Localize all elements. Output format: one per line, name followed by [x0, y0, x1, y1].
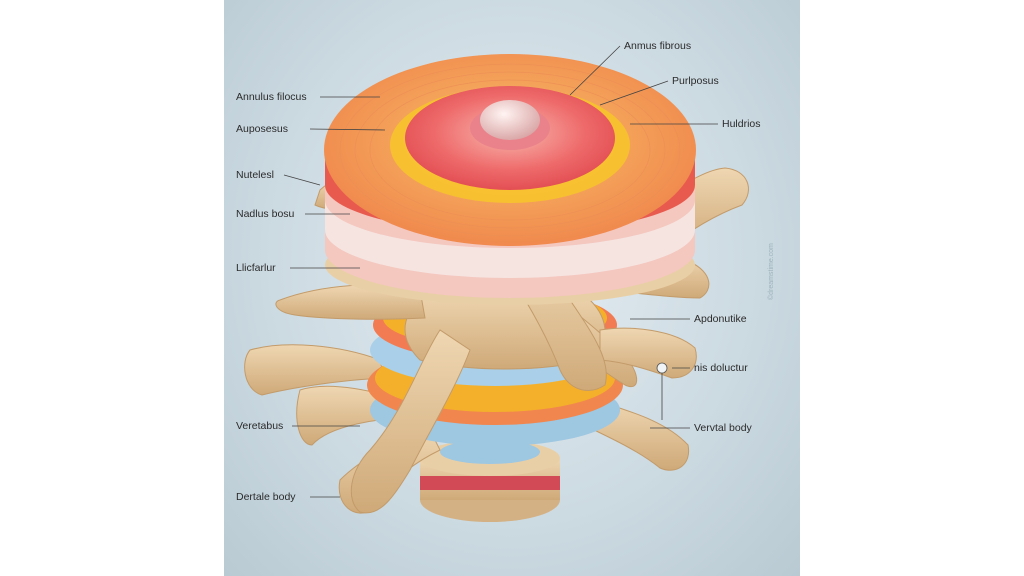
label-nutelesl: Nutelesl	[236, 169, 274, 181]
label-dertale-body: Dertale body	[236, 491, 296, 503]
watermark: ©dreamstime.com	[768, 243, 775, 300]
label-llicfarlur: Llicfarlur	[236, 262, 276, 274]
spine-illustration	[244, 45, 749, 522]
lower-vertebral-body	[420, 440, 560, 522]
leader-lines	[283, 45, 718, 498]
label-vervtal-body: Vervtal body	[694, 422, 752, 434]
diagram-panel	[224, 0, 800, 576]
top-disc	[324, 54, 696, 305]
label-apdonutike: Apdonutike	[694, 313, 747, 325]
label-veretabus: Veretabus	[236, 420, 284, 432]
label-nadlus-bosu: Nadlus bosu	[236, 208, 295, 220]
label-annulus-filocus: Annulus filocus	[236, 91, 307, 103]
label-huldrios: Huldrios	[722, 118, 761, 130]
label-annulus-fibrous: Anmus fibrous	[624, 40, 692, 52]
label-auposesus: Auposesus	[236, 123, 288, 135]
label-nis-doluctur: nis doluctur	[694, 362, 748, 374]
label-purlposus: Purlposus	[672, 75, 719, 87]
marker-icon	[656, 362, 668, 374]
